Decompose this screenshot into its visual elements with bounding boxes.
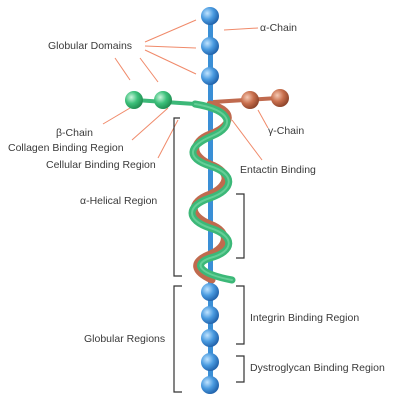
alpha-chain-label: α-Chain xyxy=(260,22,298,34)
integrin-bracket xyxy=(236,285,245,345)
dystroglycan-binding-label: Dystroglycan Binding Region xyxy=(250,362,385,374)
alpha-helical-label: α-Helical Region xyxy=(80,195,158,207)
integrin-binding-label: Integrin Binding Region xyxy=(250,312,360,324)
globular-domains-label: Globular Domains xyxy=(48,40,133,52)
globular-bracket xyxy=(173,285,182,393)
alpha-chain-globules xyxy=(201,7,219,394)
cellular-binding-label: Cellular Binding Region xyxy=(46,159,156,171)
alpha-chain-rod xyxy=(208,14,213,390)
brackets xyxy=(173,117,245,393)
entactin-bracket xyxy=(236,193,245,259)
gamma-chain-label: γ-Chain xyxy=(268,125,305,137)
globular-regions-label: Globular Regions xyxy=(84,333,166,345)
leader-lines xyxy=(102,19,269,161)
beta-chain-label: β-Chain xyxy=(56,127,93,139)
entactin-binding-label: Entactin Binding xyxy=(240,164,316,176)
beta-chain-globules xyxy=(125,91,172,109)
helical-bracket xyxy=(173,117,182,277)
gamma-chain-globules xyxy=(241,89,289,109)
dystroglycan-bracket xyxy=(236,355,245,383)
collagen-binding-label: Collagen Binding Region xyxy=(8,142,124,154)
